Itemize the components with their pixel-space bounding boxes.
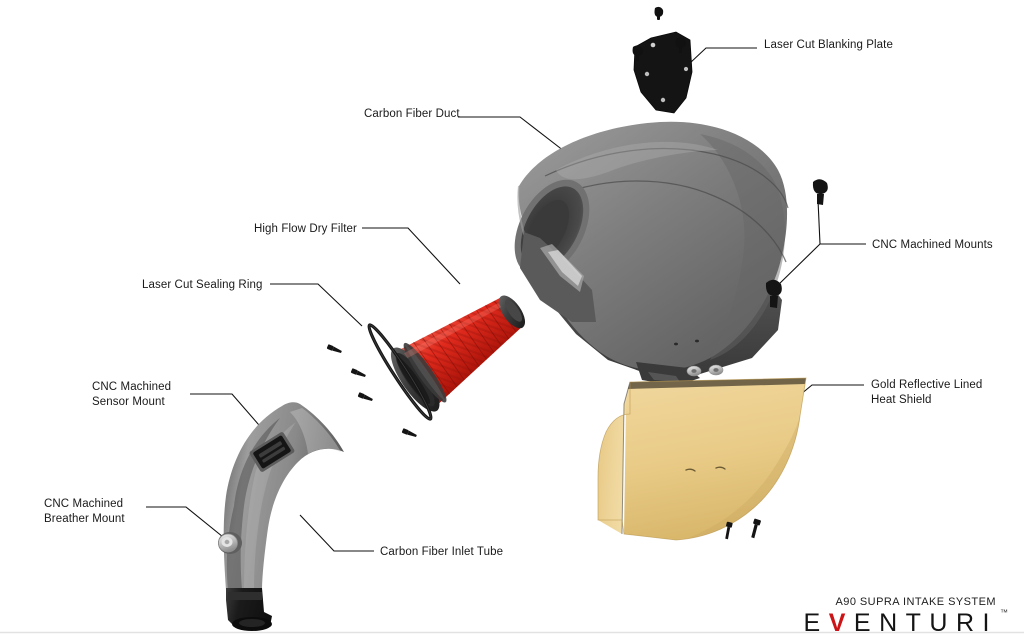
leader-sealing-ring <box>270 283 363 327</box>
trademark-symbol: ™ <box>1000 608 1008 617</box>
part-heat-shield-bolts <box>725 518 761 540</box>
brand-letter: E <box>853 609 880 637</box>
brand-letter: R <box>955 609 983 637</box>
part-carbon-fiber-inlet-tube <box>218 402 344 631</box>
label-laser-cut-blanking-plate: Laser Cut Blanking Plate <box>764 39 893 51</box>
part-high-flow-dry-filter <box>390 295 526 412</box>
brand-letter: I <box>982 609 998 637</box>
leader-dry-filter <box>362 227 461 285</box>
brand-letter: E <box>803 609 829 637</box>
part-blanking-plate <box>632 6 693 114</box>
label-carbon-fiber-duct: Carbon Fiber Duct <box>364 108 460 120</box>
brand-letter: N <box>879 609 906 637</box>
brand-accent-letter: V <box>828 609 854 637</box>
label-cnc-machined-sensor-mount: CNC Machined Sensor Mount <box>92 381 172 408</box>
leader-inlet-tube <box>299 514 374 552</box>
label-carbon-fiber-inlet-tube: Carbon Fiber Inlet Tube <box>380 546 504 558</box>
part-washers <box>686 364 724 377</box>
label-gold-reflective-heat-shield: Gold Reflective Lined Heat Shield <box>871 379 983 406</box>
leader-breather-mount <box>146 506 229 542</box>
label-cnc-machined-breather-mount: CNC Machined Breather Mount <box>44 498 125 525</box>
part-carbon-fiber-duct <box>514 121 789 386</box>
brand-letter: U <box>929 609 956 637</box>
brand-wordmark: EVENTURI <box>804 609 998 638</box>
label-cnc-machined-mounts: CNC Machined Mounts <box>872 239 993 251</box>
brand-letter: T <box>905 609 930 637</box>
leader-cnc-mounts <box>774 199 866 289</box>
label-laser-cut-sealing-ring: Laser Cut Sealing Ring <box>142 279 263 291</box>
brand-wordmark-text: EVENTURI <box>804 609 998 637</box>
leader-carbon-duct <box>458 116 565 152</box>
label-high-flow-dry-filter: High Flow Dry Filter <box>254 223 357 235</box>
product-line-title: A90 SUPRA INTAKE SYSTEM <box>835 596 996 608</box>
part-screws <box>326 344 417 438</box>
part-cnc-machined-mounts <box>765 179 828 308</box>
part-laser-cut-sealing-ring <box>367 323 433 421</box>
part-gold-heat-shield <box>597 377 807 541</box>
leader-lines <box>146 47 866 552</box>
